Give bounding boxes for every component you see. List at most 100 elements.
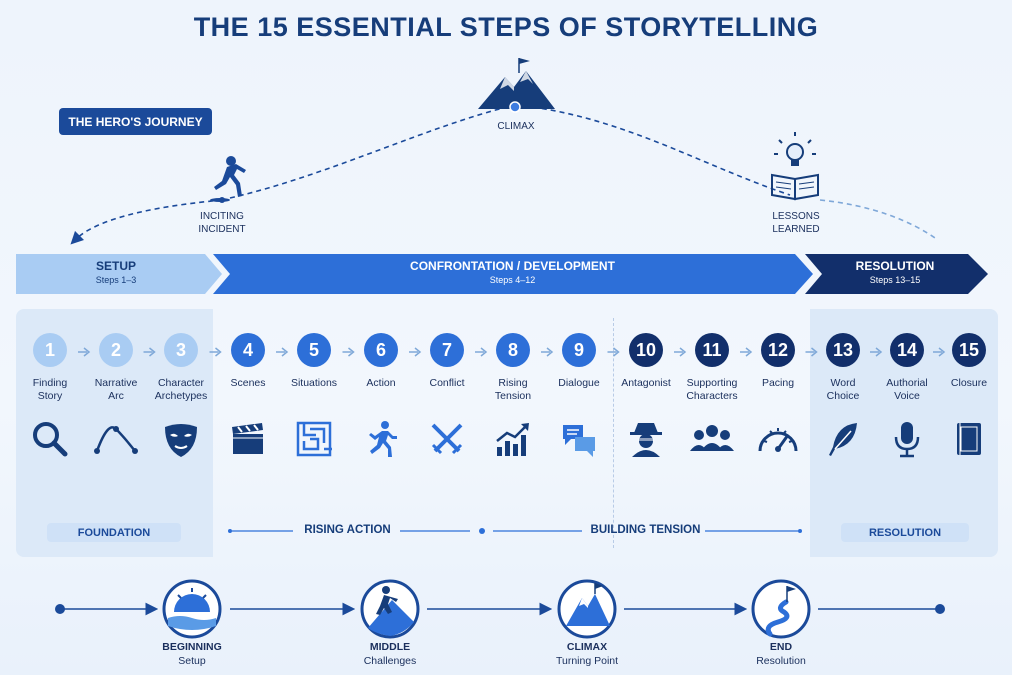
- step-arrow: [805, 347, 818, 357]
- microphone-icon: [874, 419, 940, 459]
- step-number-badge: 1: [33, 333, 67, 367]
- closed-book-icon: [936, 419, 1002, 459]
- step-number-badge: 3: [164, 333, 198, 367]
- step-label-line2: Choice: [826, 390, 860, 402]
- step-arrow: [209, 347, 222, 357]
- rising-building-connector: [228, 528, 802, 534]
- step-label: Conflict: [414, 377, 480, 405]
- rising-chart-icon: [480, 419, 546, 459]
- building-tension-label: BUILDING TENSION: [590, 524, 701, 536]
- step-number-badge: 9: [562, 333, 596, 367]
- step-label-line1: Action: [366, 377, 396, 389]
- step-number-badge: 2: [99, 333, 133, 367]
- step-label: Antagonist: [613, 377, 679, 405]
- speedometer-icon: [745, 419, 811, 459]
- foundation-pill: FOUNDATION: [47, 523, 181, 542]
- step-label-line1: Closure: [950, 377, 988, 389]
- step-number-badge: 14: [890, 333, 924, 367]
- step-label-line1: Authorial: [886, 377, 928, 389]
- feather-icon: [810, 419, 876, 459]
- step-number-badge: 12: [761, 333, 795, 367]
- step-arrow: [409, 347, 422, 357]
- step-arrow: [276, 347, 289, 357]
- sunrise-icon: [162, 579, 222, 639]
- divider-line: [613, 318, 614, 548]
- step-label-line1: Pacing: [761, 377, 795, 389]
- step-number-badge: 5: [297, 333, 331, 367]
- lessons-book-bulb-icon: [771, 132, 819, 201]
- step-arrow: [541, 347, 554, 357]
- step-arrow: [475, 347, 488, 357]
- step-number-badge: 11: [695, 333, 729, 367]
- setup-phase-steps: Steps 1–3: [95, 275, 137, 285]
- step-label: Scenes: [215, 377, 281, 405]
- mountain-icon: [557, 579, 617, 639]
- step-label-line1: Conflict: [429, 377, 465, 389]
- resolution-phase-title: RESOLUTION: [855, 259, 935, 273]
- step-label: Action: [348, 377, 414, 405]
- resolution-pill: RESOLUTION: [841, 523, 969, 542]
- resolution-banner-shape: [805, 254, 988, 294]
- rising-action-label: RISING ACTION: [304, 524, 391, 536]
- step-label-line1: Finding: [32, 377, 68, 389]
- step-label-line2: Story: [37, 390, 63, 402]
- inciting-runner-icon: [210, 156, 246, 202]
- resolution-phase-steps: Steps 13–15: [869, 275, 921, 285]
- step-arrow: [143, 347, 156, 357]
- magnifier-icon: [17, 419, 83, 459]
- arc-path-falling: [514, 104, 791, 196]
- step-arrow: [740, 347, 753, 357]
- maze-icon: [281, 419, 347, 459]
- step-label-line1: Antagonist: [621, 377, 671, 389]
- step-number-badge: 4: [231, 333, 265, 367]
- story-arc-diagram: [70, 58, 939, 245]
- step-label-line1: Supporting: [686, 377, 738, 389]
- step-label-line1: Word: [830, 377, 856, 389]
- setup-phase: SETUP Steps 1–3: [16, 259, 216, 285]
- crossed-swords-icon: [414, 419, 480, 459]
- step-label-line2: Voice: [894, 390, 920, 402]
- step-number-badge: 6: [364, 333, 398, 367]
- confrontation-phase-title: CONFRONTATION / DEVELOPMENT: [410, 259, 615, 273]
- setup-phase-title: SETUP: [95, 259, 136, 273]
- confrontation-phase-steps: Steps 4–12: [489, 275, 536, 285]
- setup-banner-shape: [16, 254, 222, 294]
- step-label-line1: Narrative: [94, 377, 138, 389]
- page-title: THE 15 ESSENTIAL STEPS OF STORYTELLING: [193, 12, 819, 42]
- step-number-badge: 8: [496, 333, 530, 367]
- mask-icon: [148, 419, 214, 459]
- group-icon: [679, 419, 745, 459]
- clapperboard-icon: [215, 419, 281, 459]
- spy-icon: [613, 419, 679, 459]
- step-number-badge: 15: [952, 333, 986, 367]
- step-number-badge: 13: [826, 333, 860, 367]
- step-arrow: [607, 347, 620, 357]
- step-label-line2: Characters: [686, 390, 738, 402]
- phase-banner: [16, 254, 988, 294]
- confrontation-phase: CONFRONTATION / DEVELOPMENT Steps 4–12: [230, 259, 795, 285]
- step-label-line1: Dialogue: [558, 377, 600, 389]
- step-label: Situations: [281, 377, 347, 405]
- arc-path-left: [70, 199, 223, 245]
